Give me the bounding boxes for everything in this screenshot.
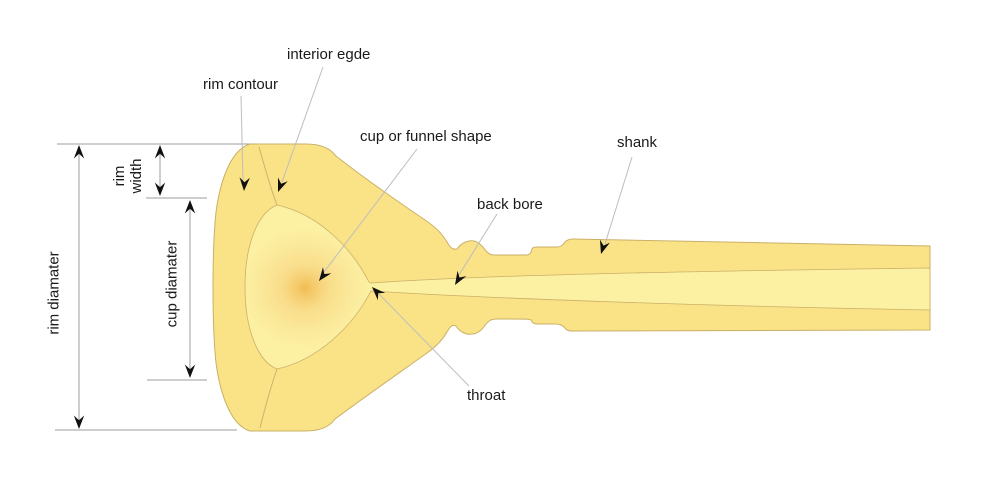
leader-line-rim-contour <box>240 95 244 182</box>
label-rim-width: rim width <box>111 158 145 194</box>
cup-and-bore-shape <box>244 204 931 370</box>
leader-line-cup-shape <box>323 148 418 273</box>
rim-contour-line-top <box>258 146 278 206</box>
leader-line-shank <box>604 156 633 245</box>
rim-contour-line-bottom <box>259 368 278 429</box>
label-cup-diameter: cup diamater <box>163 240 181 328</box>
leader-line-throat <box>378 293 470 387</box>
cup-glow <box>241 228 369 348</box>
leader-lines-group <box>240 66 633 387</box>
leader-line-back-bore <box>458 213 498 276</box>
label-shank: shank <box>617 134 658 151</box>
label-back-bore: back bore <box>477 196 543 213</box>
label-rim-contour: rim contour <box>203 76 279 93</box>
leader-line-interior-edge <box>281 66 324 183</box>
label-rim-diameter: rim diamater <box>45 251 63 335</box>
dimension-lines-group <box>55 143 250 431</box>
label-throat: throat <box>467 387 506 404</box>
label-cup-or-funnel-shape: cup or funnel shape <box>360 128 492 145</box>
label-interior-edge: interior egde <box>287 46 371 63</box>
